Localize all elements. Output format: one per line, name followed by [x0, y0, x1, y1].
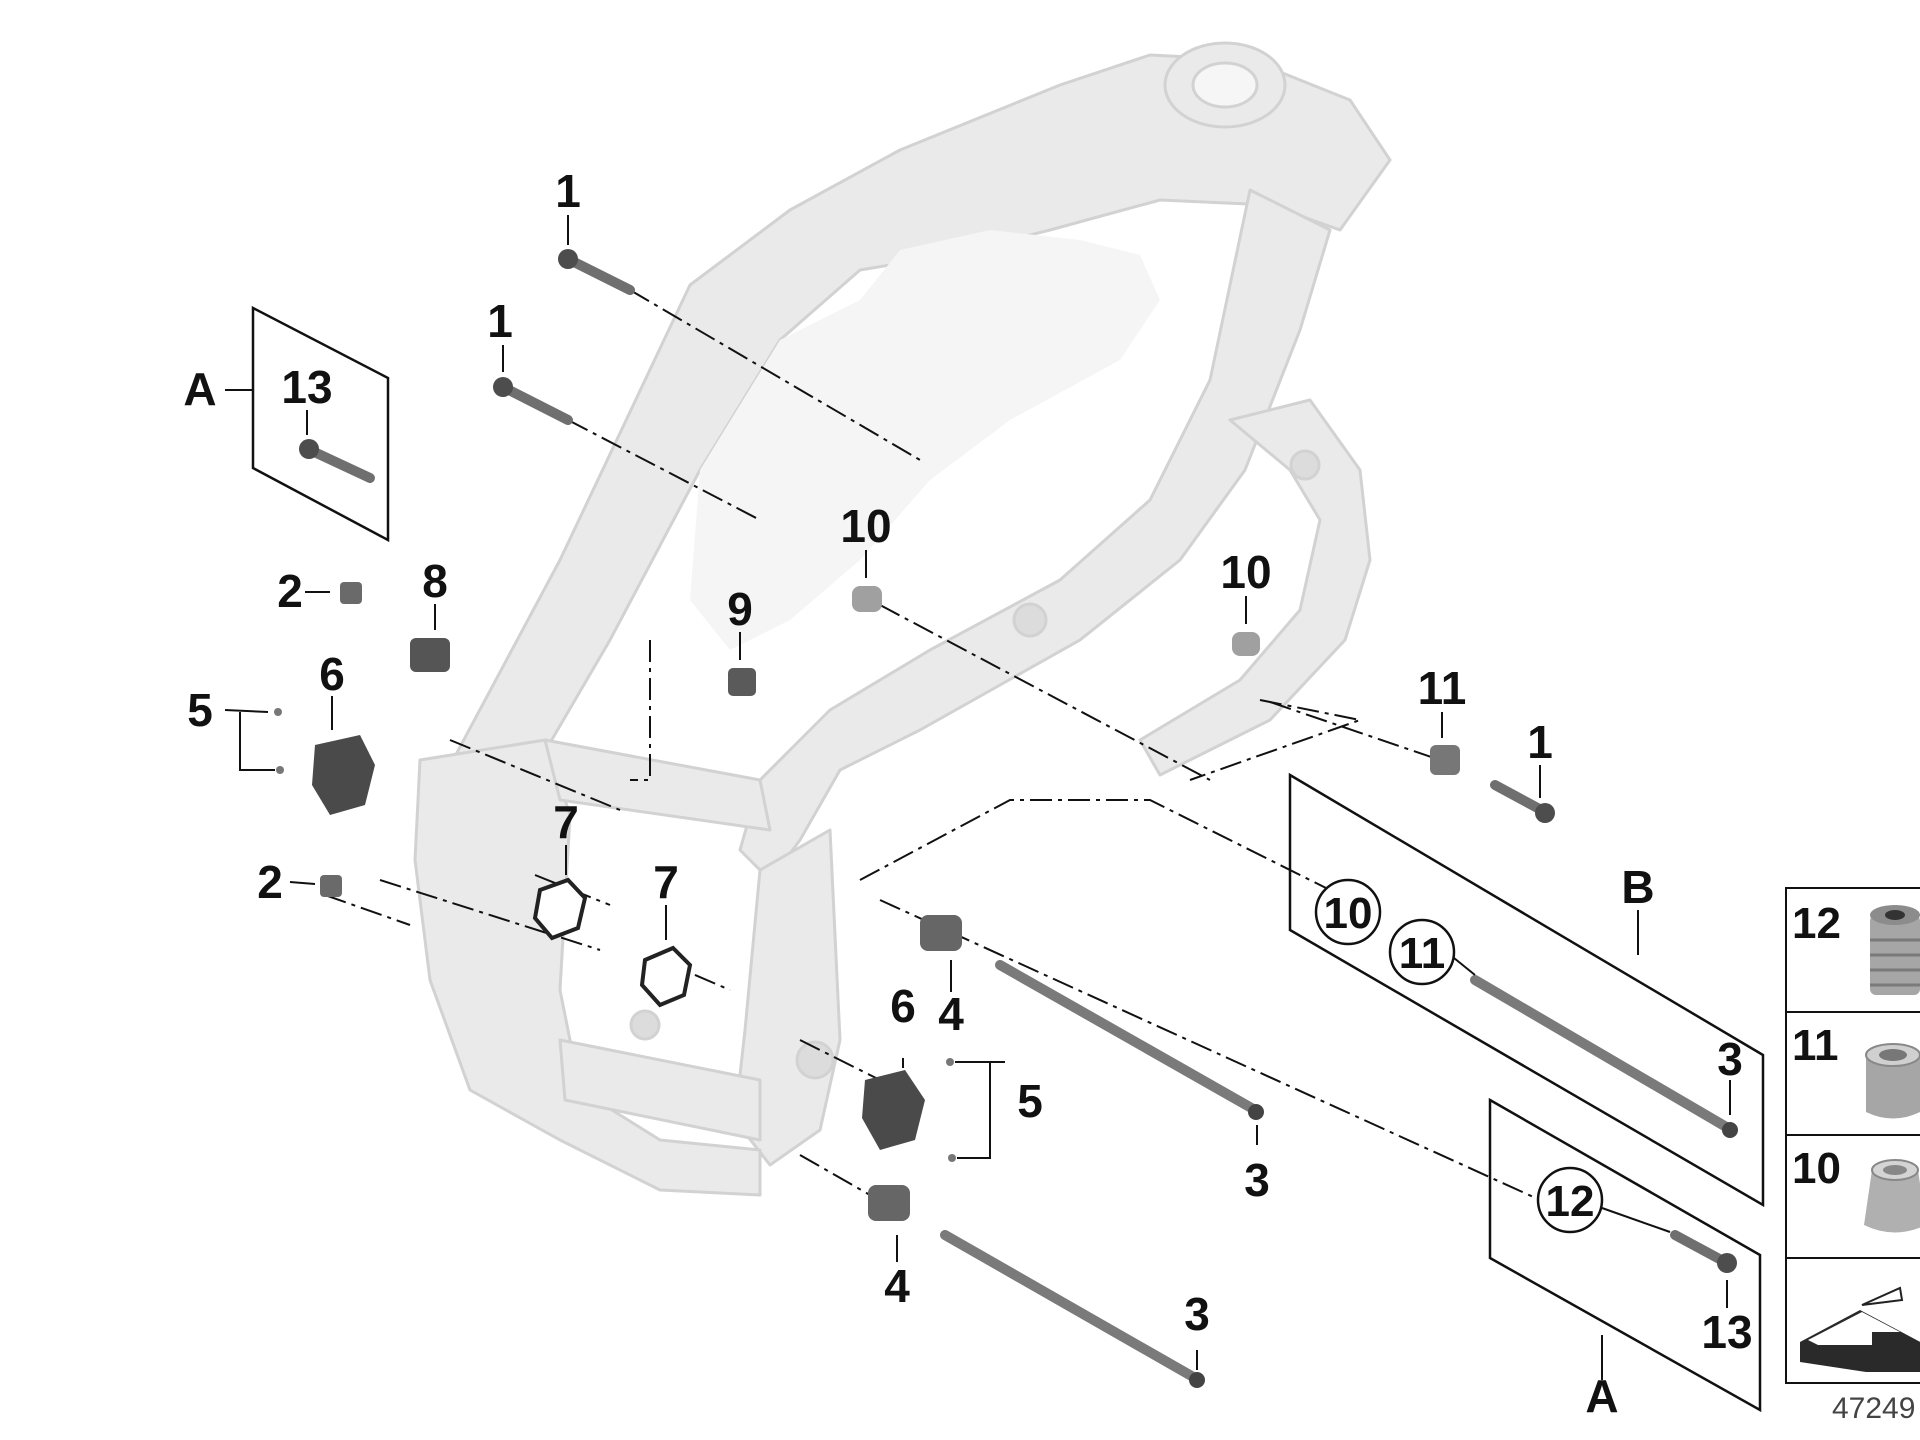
- circled-callout-12-text: 12: [1546, 1177, 1595, 1226]
- legend-threaded-insert-image: [1870, 905, 1920, 995]
- rubber-mount-part-6-top: [312, 735, 375, 815]
- circled-callout-11: [1388, 918, 1456, 986]
- axle-part-3-bottom: [940, 1230, 1205, 1388]
- circled-callout-12: [1536, 1166, 1604, 1234]
- callout-5-top: 5: [187, 684, 213, 736]
- axle-part-3-middle: [995, 960, 1264, 1120]
- callout-3-middle: 3: [1244, 1154, 1270, 1206]
- callout-4-bottom: 4: [884, 1260, 910, 1312]
- group-box-b: [1288, 772, 1765, 1208]
- callout-6-top: 6: [319, 648, 345, 700]
- bolt-part-1-right: [1490, 780, 1555, 823]
- callout-1-middle: 1: [487, 295, 513, 347]
- group-label-a-top: A: [183, 363, 216, 415]
- nut-part-2-bottom: [320, 875, 342, 897]
- group-box-a-bottom: [1488, 1097, 1762, 1413]
- washer-part-7-right: [639, 945, 693, 1008]
- bolt-part-13-lower: [1670, 1230, 1737, 1273]
- axle-part-3-boxed: [1470, 975, 1738, 1138]
- callout-7-left: 7: [553, 796, 579, 848]
- bushing-part-10-right: [1232, 632, 1260, 656]
- legend-wrench-tool-icon: [1800, 1286, 1920, 1372]
- diagram-reference-id: 47249: [1832, 1392, 1915, 1425]
- legend-cone-bushing-image: [1864, 1159, 1920, 1233]
- callout-10-right: 10: [1220, 546, 1271, 598]
- callout-2-top: 2: [277, 565, 303, 617]
- callout-13-bottom: 13: [1701, 1306, 1752, 1358]
- bolt-part-1-middle: [493, 377, 573, 425]
- bolt-part-13: [299, 439, 375, 483]
- legend-label-11: 11: [1792, 1021, 1839, 1070]
- circled-12-to-bolt: [1601, 1207, 1671, 1233]
- group-label-a-bottom: A: [1585, 1370, 1618, 1422]
- callout-4-top: 4: [938, 988, 964, 1040]
- bushing-part-10-left: [852, 586, 882, 612]
- motorcycle-frame: [413, 41, 1392, 1197]
- callout-3-boxed: 3: [1717, 1033, 1743, 1085]
- callout-2-bottom: 2: [257, 856, 283, 908]
- legend-label-12: 12: [1792, 899, 1841, 948]
- callout-11: 11: [1418, 662, 1467, 714]
- spacer-part-8: [410, 638, 450, 672]
- callout-6-bottom: 6: [890, 980, 916, 1032]
- nut-part-2-top: [340, 582, 362, 604]
- legend-panel: 12 11 10: [1785, 887, 1920, 1384]
- callout-13-top: 13: [281, 361, 332, 413]
- leader-lines: [224, 215, 1731, 1370]
- callout-5-bottom: 5: [1017, 1075, 1043, 1127]
- callout-10-left: 10: [840, 500, 891, 552]
- circled-11-to-axle: [1453, 957, 1476, 976]
- circled-callout-11-text: 11: [1399, 929, 1446, 978]
- screw-part-5-group-top: [274, 708, 284, 774]
- callout-8: 8: [422, 555, 448, 607]
- nut-part-9: [728, 668, 756, 696]
- legend-label-10: 10: [1792, 1144, 1841, 1193]
- bolt-part-1-top: [558, 249, 635, 295]
- washer-part-7-left: [532, 877, 588, 941]
- callout-1-right: 1: [1527, 716, 1553, 768]
- callout-1-top: 1: [555, 165, 581, 217]
- callout-3-bottom: 3: [1184, 1288, 1210, 1340]
- bushing-part-11: [1430, 745, 1460, 775]
- group-label-b: B: [1621, 861, 1654, 913]
- spacer-part-4-top: [920, 915, 962, 951]
- circled-callout-10-text: 10: [1324, 889, 1373, 938]
- screw-part-5-group-bottom: [946, 1058, 956, 1162]
- callout-9: 9: [727, 583, 753, 635]
- legend-bushing-image: [1865, 1043, 1920, 1119]
- callout-7-right: 7: [653, 856, 679, 908]
- rubber-mount-part-6-bottom: [862, 1070, 925, 1150]
- group-box-a-top: [251, 305, 390, 543]
- spacer-part-4-bottom: [868, 1185, 910, 1221]
- circled-callout-10: [1314, 878, 1382, 946]
